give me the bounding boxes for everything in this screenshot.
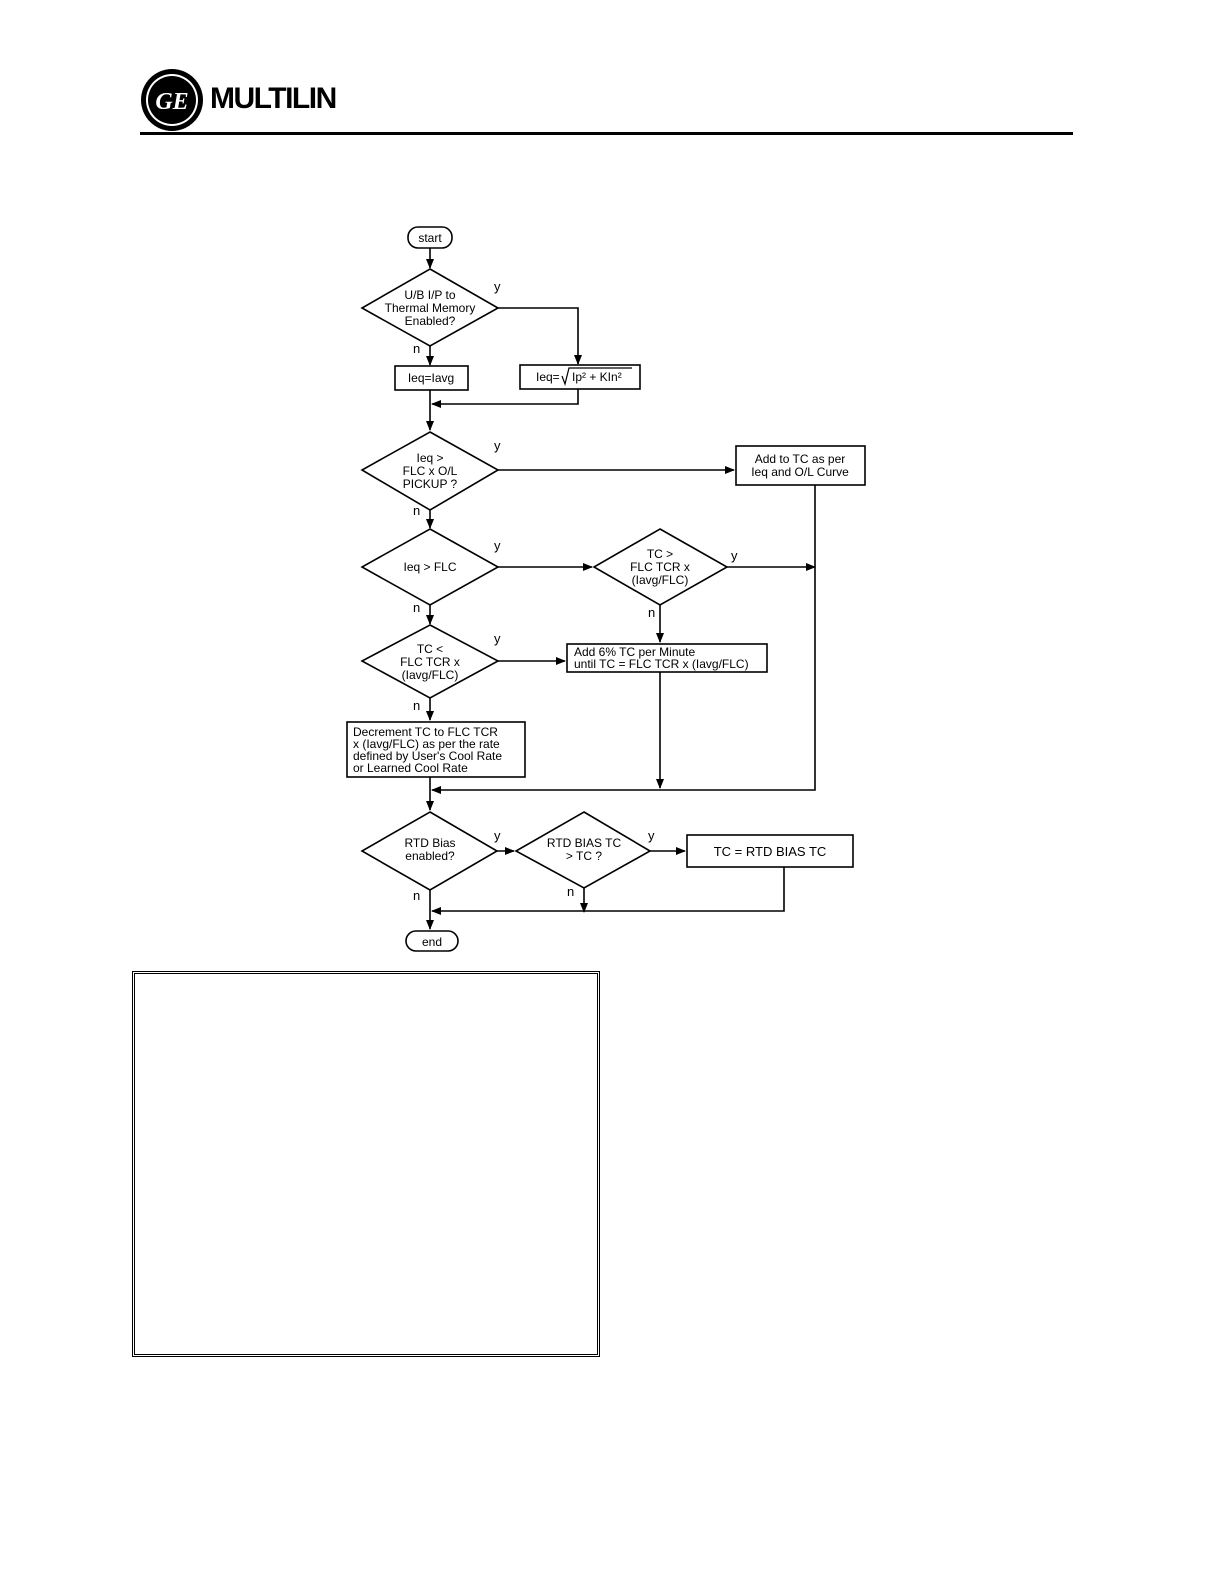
svg-text:Ip² + KIn²: Ip² + KIn² — [572, 370, 622, 384]
header-rule — [140, 132, 1073, 135]
svg-text:Ieq and O/L Curve: Ieq and O/L Curve — [751, 465, 849, 479]
empty-note-box — [132, 971, 600, 1357]
no-label: n — [648, 605, 655, 620]
svg-text:Ieq=: Ieq= — [536, 370, 560, 384]
ge-logo: GE — [141, 69, 203, 131]
svg-text:or Learned Cool Rate: or Learned Cool Rate — [353, 761, 468, 775]
yes-label: y — [494, 438, 501, 453]
add-6pct-process: Add 6% TC per Minute until TC = FLC TCR … — [566, 643, 768, 673]
svg-text:Add 6% TC per Minute: Add 6% TC per Minute — [574, 645, 695, 659]
svg-text:end: end — [422, 935, 442, 949]
svg-text:TC <: TC < — [417, 642, 443, 656]
no-label: n — [413, 698, 420, 713]
svg-text:TC = RTD BIAS TC: TC = RTD BIAS TC — [714, 844, 827, 859]
ieq-iavg-process: Ieq=Iavg — [394, 365, 469, 391]
yes-label: y — [494, 631, 501, 646]
svg-text:U/B I/P to: U/B I/P to — [404, 288, 455, 302]
tc-gt-tcr-decision: TC > FLC TCR x (Iavg/FLC) — [592, 528, 729, 606]
svg-text:Add to TC as per: Add to TC as per — [755, 452, 846, 466]
svg-text:start: start — [418, 231, 442, 245]
svg-text:> TC ?: > TC ? — [566, 849, 602, 863]
ieq-sqrt-process: Ieq= Ip² + KIn² — [519, 364, 641, 390]
svg-text:Thermal Memory: Thermal Memory — [385, 301, 476, 315]
ol-pickup-decision: Ieq > FLC x O/L PICKUP ? — [360, 431, 500, 511]
svg-text:defined by User's Cool Rate: defined by User's Cool Rate — [353, 749, 502, 763]
yes-label: y — [731, 548, 738, 563]
tc-lt-tcr-decision: TC < FLC TCR x (Iavg/FLC) — [360, 624, 500, 699]
svg-text:Ieq >: Ieq > — [416, 451, 443, 465]
add-tc-curve-process: Add to TC as per Ieq and O/L Curve — [735, 445, 866, 486]
ge-logo-text: GE — [155, 89, 188, 115]
yes-label: y — [494, 828, 501, 843]
svg-text:FLC TCR x: FLC TCR x — [630, 560, 690, 574]
svg-text:enabled?: enabled? — [405, 849, 455, 863]
svg-text:until TC = FLC TCR x (Iavg/FLC: until TC = FLC TCR x (Iavg/FLC) — [574, 657, 749, 671]
svg-text:RTD Bias: RTD Bias — [404, 836, 455, 850]
svg-text:Ieq=Iavg: Ieq=Iavg — [408, 371, 454, 385]
svg-text:FLC TCR x: FLC TCR x — [400, 655, 460, 669]
svg-text:Ieq > FLC: Ieq > FLC — [403, 560, 456, 574]
ieq-gt-flc-decision: Ieq > FLC — [360, 528, 500, 606]
rtd-bias-enabled-decision: RTD Bias enabled? — [360, 811, 499, 891]
connectors — [426, 248, 816, 930]
svg-text:RTD BIAS TC: RTD BIAS TC — [547, 836, 622, 850]
svg-text:(Iavg/FLC): (Iavg/FLC) — [632, 573, 689, 587]
svg-text:PICKUP ?: PICKUP ? — [403, 477, 458, 491]
ub-thermal-memory-decision: U/B I/P to Thermal Memory Enabled? — [360, 268, 500, 347]
end-terminal: end — [405, 930, 459, 952]
no-label: n — [413, 341, 420, 356]
no-label: n — [567, 884, 574, 899]
no-label: n — [413, 888, 420, 903]
svg-text:FLC x O/L: FLC x O/L — [403, 464, 458, 478]
svg-text:x (Iavg/FLC) as per the rate: x (Iavg/FLC) as per the rate — [353, 737, 500, 751]
tc-equals-rtd-process: TC = RTD BIAS TC — [686, 834, 854, 868]
rtd-bias-tc-decision: RTD BIAS TC > TC ? — [514, 811, 652, 889]
no-label: n — [413, 503, 420, 518]
decrement-tc-process: Decrement TC to FLC TCR x (Iavg/FLC) as … — [346, 721, 526, 778]
yes-label: y — [648, 828, 655, 843]
brand-name: MULTILIN — [210, 82, 337, 115]
branch-labels: y n y n y y n n y n y y n n — [413, 279, 738, 903]
yes-label: y — [494, 279, 501, 294]
svg-text:Enabled?: Enabled? — [405, 314, 456, 328]
svg-text:(Iavg/FLC): (Iavg/FLC) — [402, 668, 459, 682]
no-label: n — [413, 600, 420, 615]
svg-text:TC >: TC > — [647, 547, 673, 561]
start-terminal: start — [407, 226, 453, 249]
yes-label: y — [494, 538, 501, 553]
svg-text:Decrement TC to FLC TCR: Decrement TC to FLC TCR — [353, 725, 498, 739]
